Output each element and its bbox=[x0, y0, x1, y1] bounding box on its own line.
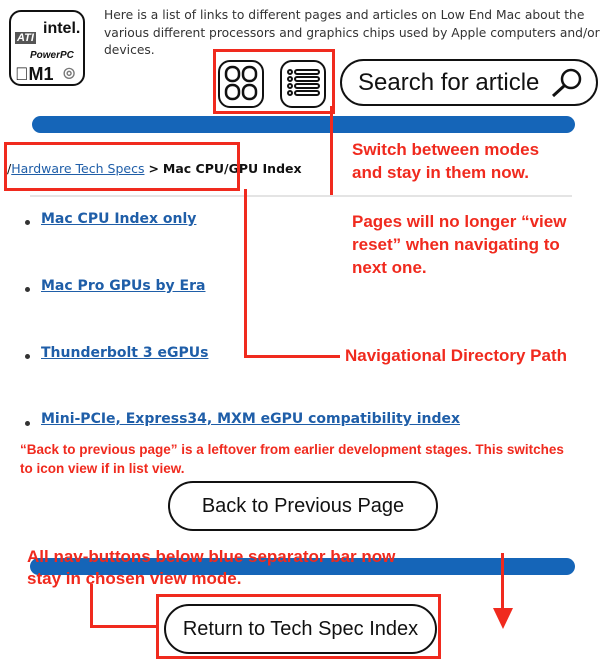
back-button[interactable]: Back to Previous Page bbox=[168, 481, 438, 531]
link-mac-pro-gpus[interactable]: Mac Pro GPUs by Era bbox=[41, 278, 206, 294]
modes-connector-line bbox=[330, 106, 333, 196]
return-button-highlight bbox=[156, 594, 441, 659]
top-separator-bar bbox=[32, 116, 575, 133]
annotation-directory: Navigational Directory Path bbox=[345, 346, 568, 365]
breadcrumb-parent-link[interactable]: Hardware Tech Specs bbox=[11, 161, 145, 176]
list-view-button[interactable] bbox=[280, 60, 326, 108]
bullet bbox=[25, 220, 30, 225]
return-button[interactable]: Return to Tech Spec Index bbox=[164, 604, 437, 654]
logo-intel: intel. bbox=[43, 20, 81, 37]
bullet bbox=[25, 354, 30, 359]
breadcrumb: /Hardware Tech Specs > Mac CPU/GPU Index bbox=[7, 161, 302, 176]
directory-connector-vertical bbox=[244, 189, 247, 358]
bullet bbox=[25, 421, 30, 426]
annotation-modes: Switch between modes and stay in them no… bbox=[352, 140, 540, 182]
link-mini-pcie-egpu[interactable]: Mini-PCIe, Express34, MXM eGPU compatibi… bbox=[41, 411, 461, 427]
search-button[interactable]: Search for article bbox=[340, 59, 598, 106]
grid-icon bbox=[224, 65, 258, 101]
search-label: Search for article bbox=[358, 68, 540, 96]
nvidia-icon: ◎ bbox=[63, 64, 76, 80]
icon-view-button[interactable] bbox=[218, 60, 264, 108]
annotation-view-reset: Pages will no longer “view reset” when n… bbox=[352, 212, 567, 277]
link-mac-cpu-index[interactable]: Mac CPU Index only bbox=[41, 211, 197, 227]
bullet bbox=[25, 287, 30, 292]
site-logo[interactable]: ATI intel. PowerPC M1 ◎ bbox=[9, 10, 85, 86]
return-connector-horizontal bbox=[90, 625, 158, 628]
arrow-shaft bbox=[501, 553, 504, 611]
annotation-back: “Back to previous page” is a leftover fr… bbox=[20, 442, 564, 476]
magnifier-icon bbox=[551, 68, 582, 98]
bottom-separator-bar bbox=[30, 558, 575, 575]
logo-ati: ATI bbox=[15, 32, 36, 44]
link-thunderbolt-egpus[interactable]: Thunderbolt 3 eGPUs bbox=[41, 345, 209, 361]
mode-buttons-highlight bbox=[213, 49, 335, 114]
arrow-down-icon bbox=[493, 608, 513, 629]
intro-text: Here is a list of links to different pag… bbox=[104, 8, 600, 57]
logo-m1: M1 bbox=[15, 64, 54, 84]
divider bbox=[30, 195, 572, 197]
return-connector-vertical bbox=[90, 584, 93, 628]
list-icon bbox=[287, 69, 320, 96]
breadcrumb-current: Mac CPU/GPU Index bbox=[162, 161, 302, 176]
logo-powerpc: PowerPC bbox=[30, 50, 74, 61]
annotation-nav-buttons: All nav-buttons below blue separator bar… bbox=[27, 547, 396, 588]
directory-connector-horizontal bbox=[244, 355, 340, 358]
breadcrumb-highlight bbox=[4, 142, 240, 191]
